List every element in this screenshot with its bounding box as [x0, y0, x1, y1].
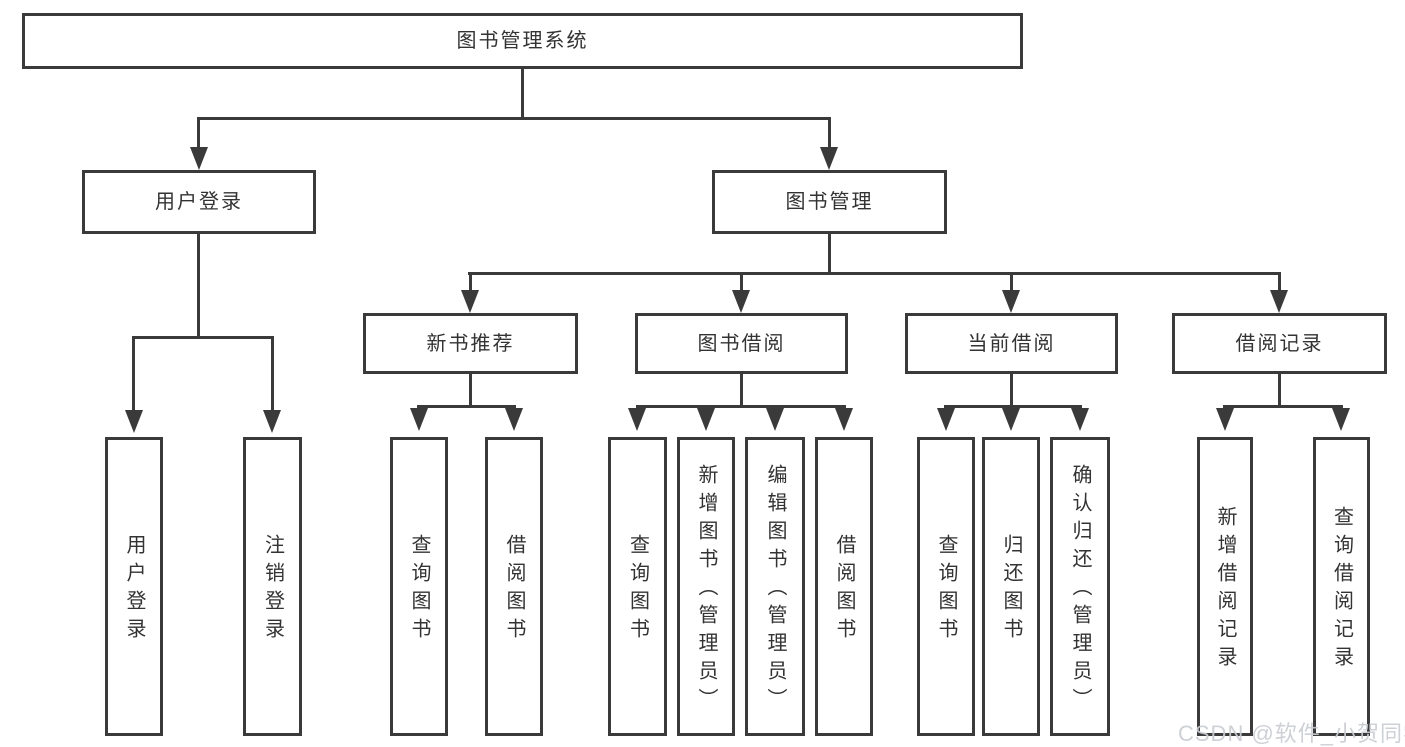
arrow-down-icon: [190, 147, 208, 170]
node-query-books-recommend: 查询图书: [390, 437, 448, 736]
node-current-borrowing: 当前借阅: [905, 313, 1118, 374]
connector: [1278, 272, 1281, 292]
arrow-down-icon: [1270, 290, 1288, 313]
node-book-borrowing: 图书借阅: [635, 313, 848, 374]
arrow-down-icon: [1002, 408, 1020, 431]
connector: [1278, 374, 1281, 408]
arrow-down-icon: [732, 290, 750, 313]
node-library-management-system: 图书管理系统: [22, 13, 1023, 69]
connector: [1010, 374, 1013, 408]
node-query-books-borrowing: 查询图书: [608, 437, 667, 736]
connector: [468, 272, 1281, 275]
arrow-down-icon: [937, 408, 955, 431]
connector: [740, 374, 743, 408]
connector: [944, 405, 1082, 408]
connector: [636, 405, 846, 408]
connector: [740, 272, 743, 292]
connector: [828, 117, 831, 149]
connector: [271, 336, 274, 412]
arrow-down-icon: [1332, 408, 1350, 431]
arrow-down-icon: [263, 410, 281, 433]
connector: [1010, 272, 1013, 292]
arrow-down-icon: [1002, 290, 1020, 313]
node-user-login-branch: 用户登录: [82, 170, 316, 234]
arrow-down-icon: [505, 408, 523, 431]
watermark: CSDN @软件_小贺同学: [1178, 721, 1405, 746]
connector: [132, 336, 135, 412]
connector: [197, 234, 200, 336]
connector: [197, 117, 200, 149]
arrow-down-icon: [410, 408, 428, 431]
connector: [828, 234, 831, 275]
node-borrow-books-recommend: 借阅图书: [485, 437, 543, 736]
arrow-down-icon: [125, 410, 143, 433]
connector: [1223, 405, 1343, 408]
node-add-borrow-record: 新增借阅记录: [1197, 437, 1253, 736]
node-user-login-leaf: 用户登录: [105, 437, 163, 736]
node-query-books-current: 查询图书: [917, 437, 975, 736]
node-borrow-books-leaf: 借阅图书: [815, 437, 873, 736]
connector: [521, 69, 524, 117]
arrow-down-icon: [1216, 408, 1234, 431]
node-book-management-branch: 图书管理: [712, 170, 947, 234]
node-return-books: 归还图书: [982, 437, 1040, 736]
connector: [469, 374, 472, 408]
connector: [197, 117, 831, 120]
arrow-down-icon: [697, 408, 715, 431]
connector: [469, 272, 472, 292]
connector: [417, 405, 516, 408]
arrow-down-icon: [1071, 408, 1089, 431]
connector: [132, 336, 273, 339]
node-logout: 注销登录: [243, 437, 302, 736]
arrow-down-icon: [461, 290, 479, 313]
node-add-books-admin: 新增图书（管理员）: [677, 437, 735, 736]
node-borrowing-records: 借阅记录: [1172, 313, 1387, 374]
arrow-down-icon: [628, 408, 646, 431]
node-query-borrow-record: 查询借阅记录: [1313, 437, 1370, 736]
arrow-down-icon: [835, 408, 853, 431]
arrow-down-icon: [820, 147, 838, 170]
node-confirm-return-admin: 确认归还（管理员）: [1050, 437, 1110, 736]
node-edit-books-admin: 编辑图书（管理员）: [745, 437, 805, 736]
arrow-down-icon: [766, 408, 784, 431]
node-new-book-recommend: 新书推荐: [363, 313, 578, 374]
